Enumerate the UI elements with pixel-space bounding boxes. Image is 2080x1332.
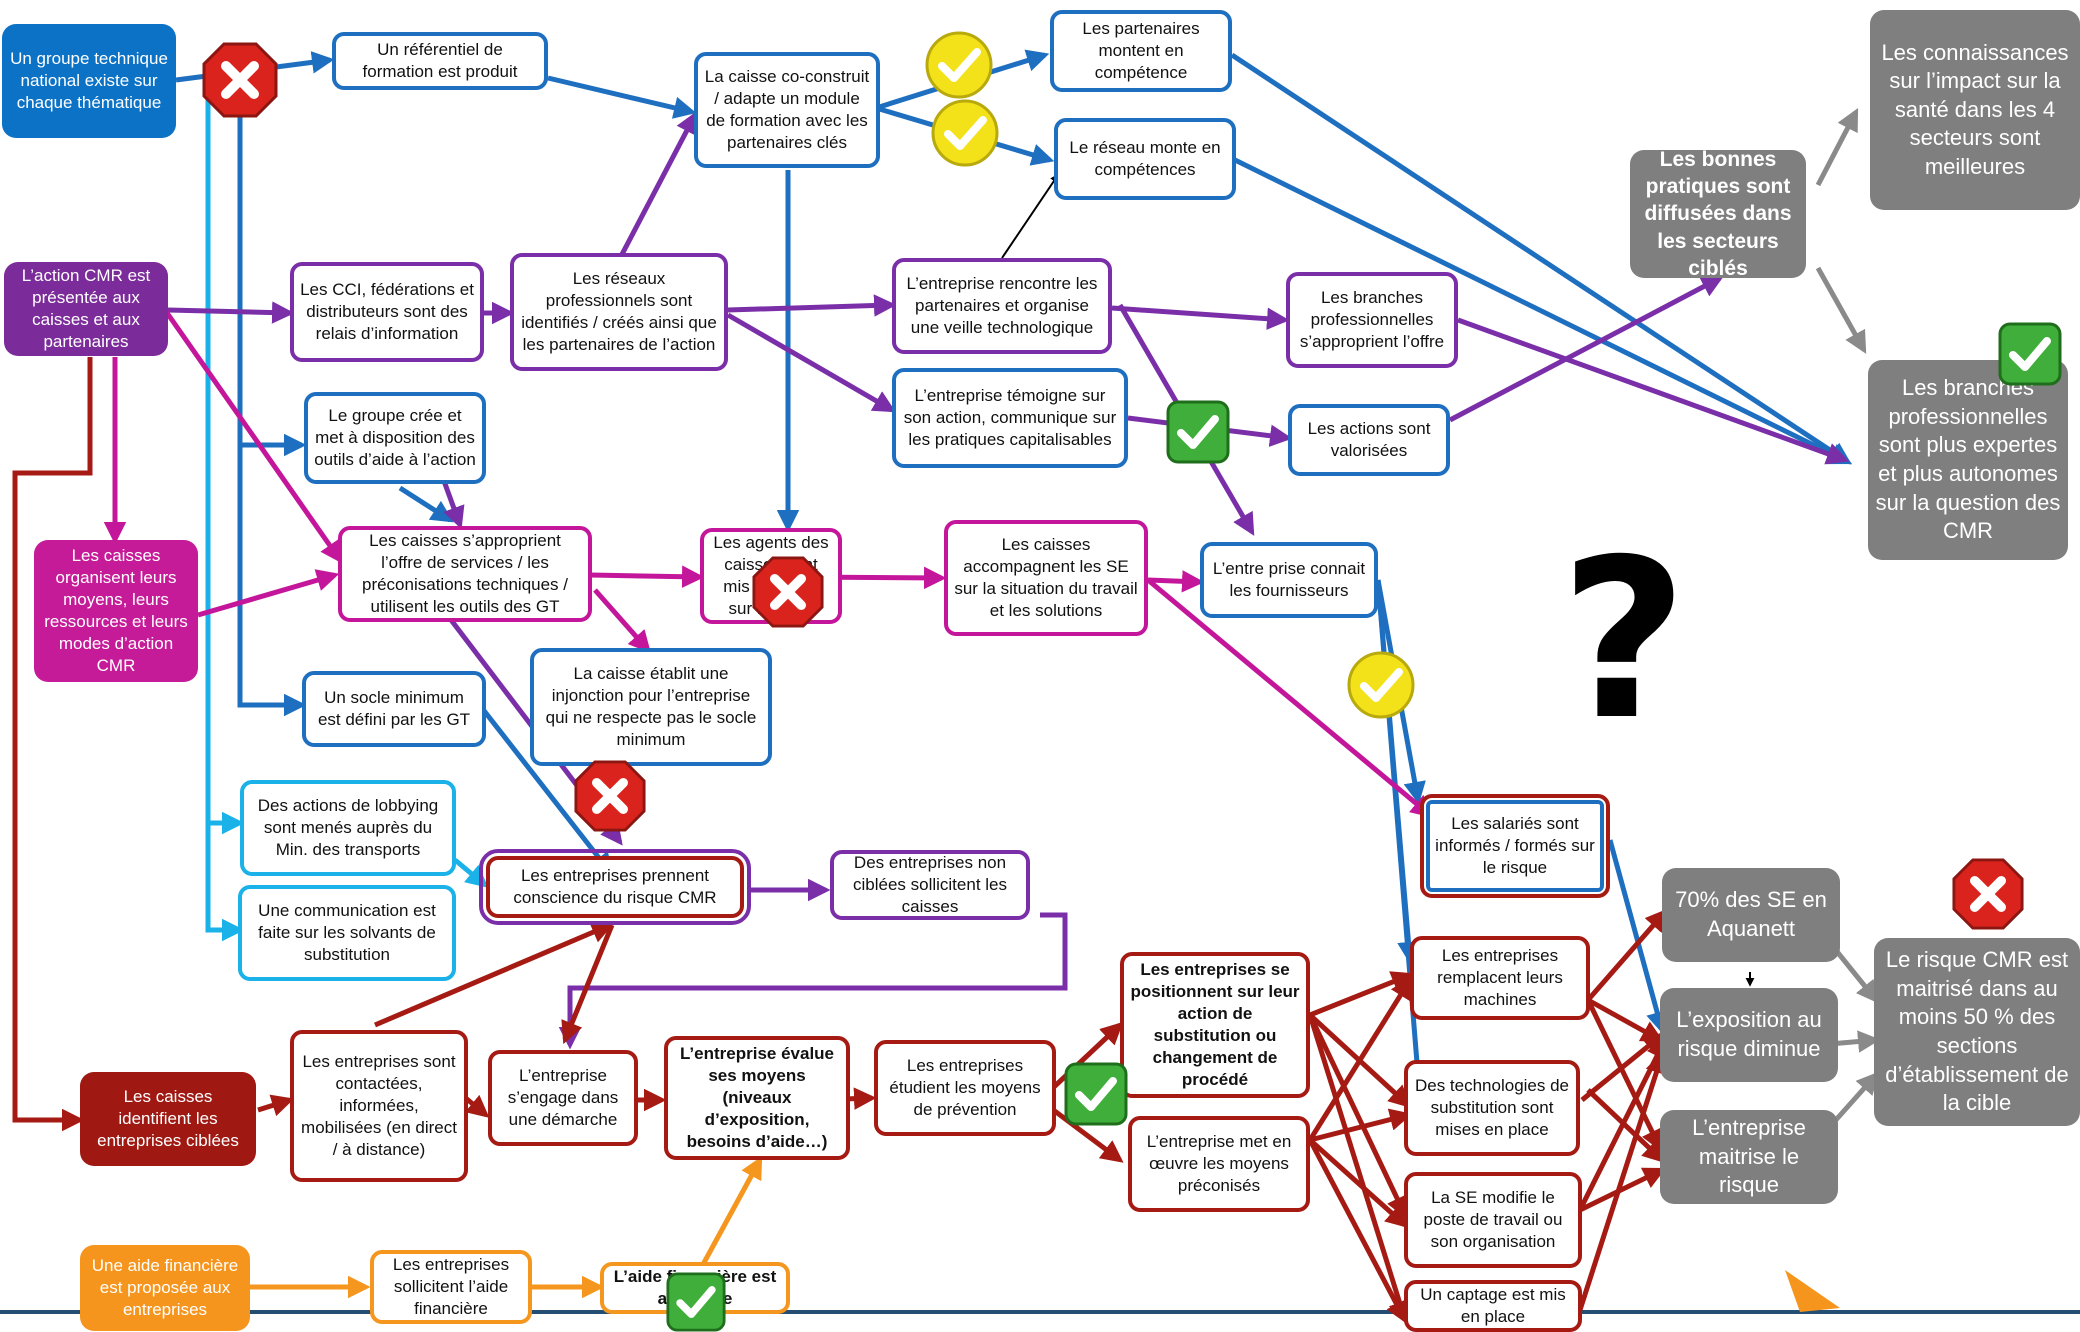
node-socle-minimum: Un socle minimum est défini par les GT — [302, 671, 486, 747]
node-workers-trained: Les salariés sont informés / formés sur … — [1420, 794, 1610, 898]
node-cmr-action-presented: L’action CMR est présentée aux caisses e… — [4, 262, 168, 356]
yellow-check-icon — [1347, 651, 1415, 719]
green-check-icon — [666, 1272, 726, 1332]
node-captage: Un captage est mis en place — [1404, 1280, 1582, 1332]
node-aquanett: 70% des SE en Aquanett — [1662, 868, 1840, 962]
node-non-target-requests: Des entreprises non ciblées sollicitent … — [830, 850, 1030, 920]
node-implement-means: L’entreprise met en œuvre les moyens pré… — [1128, 1116, 1310, 1212]
question-mark: ? — [1560, 512, 1688, 768]
node-cci-relays: Les CCI, fédérations et distributeurs so… — [290, 262, 484, 362]
red-cross-icon — [1952, 858, 2024, 930]
node-training-ref: Un référentiel de formation est produit — [332, 32, 548, 90]
node-lobbying: Des actions de lobbying sont menés auprè… — [240, 780, 456, 876]
green-check-icon — [1998, 322, 2062, 386]
red-cross-icon — [752, 556, 824, 628]
node-evaluate-means: L’entreprise évalue ses moyens (niveaux … — [664, 1036, 850, 1160]
node-national-group: Un groupe technique national existe sur … — [2, 24, 176, 138]
node-knows-suppliers: L’entre prise connait les fournisseurs — [1200, 542, 1378, 618]
node-network-skill: Le réseau monte en compétences — [1054, 118, 1236, 200]
node-injonction: La caisse établit une injonction pour l’… — [530, 648, 772, 766]
node-networks-identified: Les réseaux professionnels sont identifi… — [510, 253, 728, 371]
node-caisses-organise: Les caisses organisent leurs moyens, leu… — [34, 540, 198, 682]
yellow-check-icon — [925, 31, 993, 99]
logo-arrow — [1785, 1270, 1840, 1312]
red-cross-icon — [202, 42, 278, 118]
node-risk-controlled: L’entreprise maitrise le risque — [1660, 1110, 1838, 1204]
node-prise-conscience: Les entreprises prennent conscience du r… — [479, 849, 751, 925]
node-cmr-mastered: Le risque CMR est maitrisé dans au moins… — [1874, 938, 2080, 1126]
yellow-check-icon — [931, 99, 999, 167]
node-replace-machines: Les entreprises remplacent leurs machine… — [1410, 936, 1590, 1020]
green-check-icon — [1166, 400, 1230, 464]
node-best-practices: Les bonnes pratiques sont diffusées dans… — [1630, 150, 1806, 278]
green-check-icon — [1064, 1062, 1128, 1126]
node-communication-solvants: Une communication est faite sur les solv… — [238, 885, 456, 981]
node-caisse-coconstruit: La caisse co-construit / adapte un modul… — [694, 52, 880, 168]
node-caisses-identify: Les caisses identifient les entreprises … — [80, 1072, 256, 1166]
node-enterprise-testifies: L’entreprise témoigne sur son action, co… — [892, 368, 1128, 468]
red-cross-icon — [574, 760, 646, 832]
node-engage-demarche: L’entreprise s’engage dans une démarche — [488, 1050, 638, 1146]
node-branches-expert: Les branches professionnelles sont plus … — [1868, 360, 2068, 560]
node-exposure-decreases: L’exposition au risque diminue — [1660, 988, 1838, 1082]
bottom-rule — [0, 1310, 2080, 1314]
node-substitution-tech: Des technologies de substitution sont mi… — [1404, 1060, 1580, 1156]
node-partners-skill: Les partenaires montent en compétence — [1050, 10, 1232, 92]
node-entreprises-contacted: Les entreprises sont contactées, informé… — [290, 1030, 468, 1182]
node-actions-valued: Les actions sont valorisées — [1288, 404, 1450, 476]
node-request-aid: Les entreprises sollicitent l’aide finan… — [370, 1250, 532, 1324]
node-position-substitution: Les entreprises se positionnent sur leur… — [1120, 952, 1310, 1098]
node-enterprise-meets: L’entreprise rencontre les partenaires e… — [892, 258, 1112, 354]
node-caisses-accompany: Les caisses accompagnent les SE sur la s… — [944, 520, 1148, 636]
node-financial-aid-proposed: Une aide financière est proposée aux ent… — [80, 1245, 250, 1331]
node-group-tools: Le groupe crée et met à disposition des … — [304, 392, 486, 484]
node-study-prevention: Les entreprises étudient les moyens de p… — [874, 1040, 1056, 1136]
node-caisses-appropriate: Les caisses s’approprient l’offre de ser… — [338, 526, 592, 622]
node-modify-workstation: La SE modifie le poste de travail ou son… — [1404, 1172, 1582, 1268]
node-branches-appropriate: Les branches professionnelles s’appropri… — [1286, 272, 1458, 368]
node-knowledge-better: Les connaissances sur l’impact sur la sa… — [1870, 10, 2080, 210]
